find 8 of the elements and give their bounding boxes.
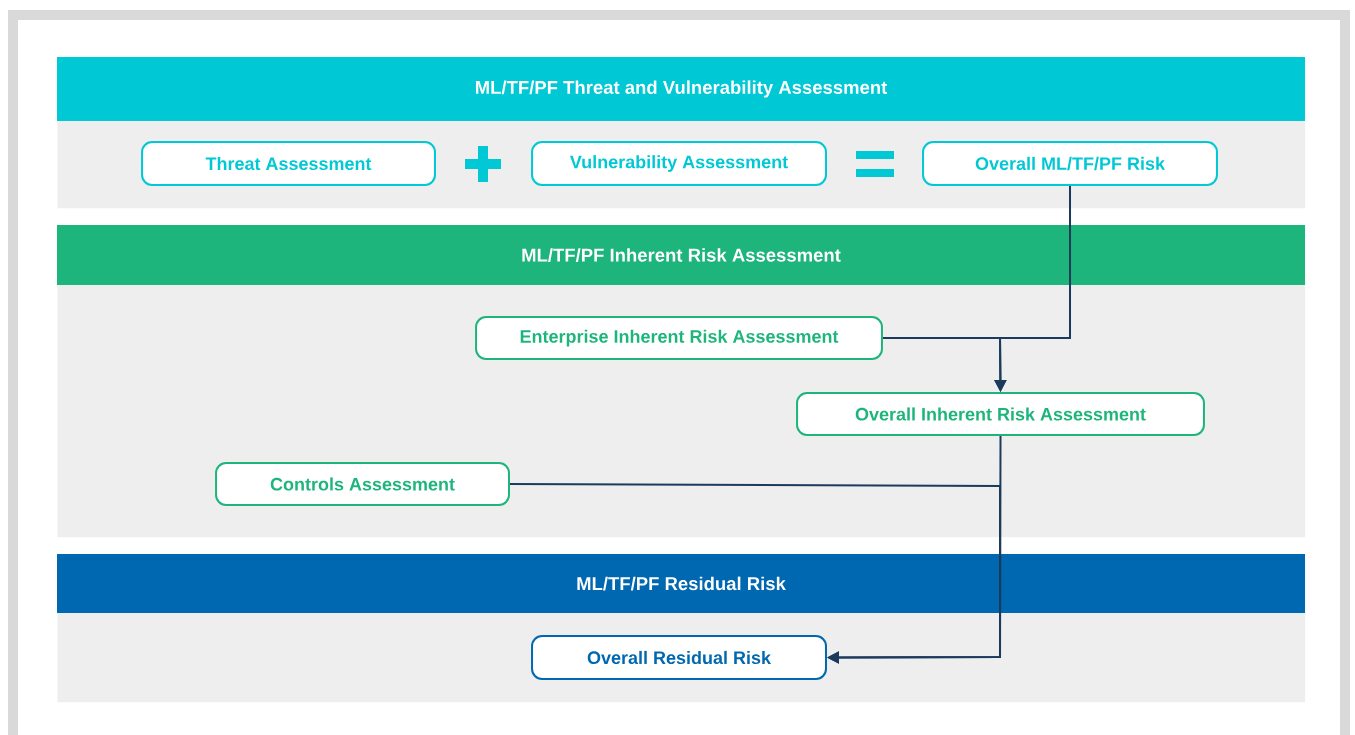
process-box: Overall Inherent Risk Assessment xyxy=(796,392,1205,436)
process-box: Enterprise Inherent Risk Assessment xyxy=(475,316,883,360)
process-box: Threat Assessment xyxy=(141,141,436,186)
process-box: Overall Residual Risk xyxy=(531,635,827,680)
process-box: Overall ML/TF/PF Risk xyxy=(922,141,1218,186)
process-box: Controls Assessment xyxy=(215,462,510,506)
process-box: Vulnerability Assessment xyxy=(531,141,827,186)
arrow xyxy=(509,483,1001,664)
